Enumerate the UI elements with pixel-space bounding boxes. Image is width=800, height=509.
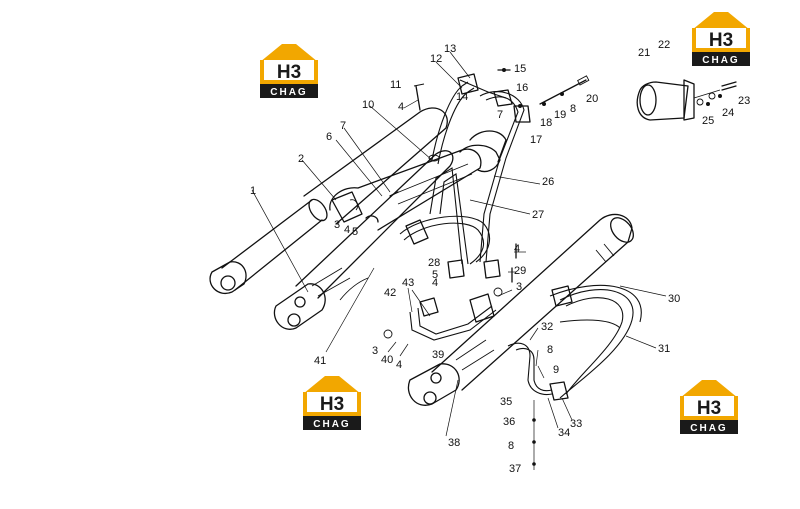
part-callout-40: 40 (381, 354, 393, 366)
part-callout-12: 12 (430, 53, 442, 65)
part-callout-39: 39 (432, 349, 444, 361)
watermark-brand-text: CHAG (690, 423, 727, 434)
part-callout-3: 3 (372, 345, 378, 357)
part-callout-2: 2 (298, 153, 304, 165)
part-callout-24: 24 (722, 107, 734, 119)
part-callout-19: 19 (554, 109, 566, 121)
part-callout-9: 9 (553, 364, 559, 376)
part-callout-8: 8 (570, 103, 576, 115)
part-callout-5: 5 (432, 269, 438, 281)
middle-hose-loop (399, 167, 501, 279)
part-callout-38: 38 (448, 437, 460, 449)
part-callout-30: 30 (668, 293, 680, 305)
left-hydraulic-cylinder (209, 107, 454, 330)
part-callout-4: 4 (398, 101, 404, 113)
part-callout-18: 18 (540, 117, 552, 129)
part-callout-7: 7 (497, 109, 503, 121)
watermark-brand-text: CHAG (702, 55, 739, 66)
part-callout-31: 31 (658, 343, 670, 355)
part-callout-42: 42 (384, 287, 396, 299)
watermark-logo-text: H3 (709, 30, 733, 51)
watermark-brand-text: CHAG (270, 87, 307, 98)
part-callout-8: 8 (508, 440, 514, 452)
part-callout-35: 35 (500, 396, 512, 408)
part-callout-22: 22 (658, 39, 670, 51)
part-callout-8: 8 (547, 344, 553, 356)
part-callout-21: 21 (638, 47, 650, 59)
middle-hydraulic-cylinder (329, 130, 507, 231)
watermark-logo-text: H3 (320, 394, 344, 415)
lower-pipe-assembly (339, 277, 497, 341)
solenoid-valve-assembly (636, 79, 737, 121)
part-callout-10: 10 (362, 99, 374, 111)
part-callout-14: 14 (456, 91, 468, 103)
part-callout-4: 4 (514, 243, 520, 255)
part-callout-1: 1 (250, 185, 256, 197)
part-callout-4: 4 (432, 277, 438, 289)
right-hydraulic-cylinder (407, 213, 634, 406)
part-callout-15: 15 (514, 63, 526, 75)
right-hose-loops (507, 284, 642, 401)
part-callout-37: 37 (509, 463, 521, 475)
part-callout-13: 13 (444, 43, 456, 55)
part-callout-29: 29 (514, 265, 526, 277)
part-callout-36: 36 (503, 416, 515, 428)
part-callout-25: 25 (702, 115, 714, 127)
part-callout-23: 23 (738, 95, 750, 107)
part-callout-34: 34 (558, 427, 570, 439)
part-callout-7: 7 (340, 120, 346, 132)
part-callout-6: 6 (326, 131, 332, 143)
part-callout-11: 11 (390, 79, 401, 91)
watermark-logo-3: H3 CHAG (303, 376, 361, 430)
part-callout-32: 32 (541, 321, 553, 333)
part-callout-43: 43 (402, 277, 414, 289)
watermark-brand-text: CHAG (313, 419, 350, 430)
leader-lines (251, 51, 722, 470)
part-callout-41: 41 (314, 355, 326, 367)
part-callout-4: 4 (344, 224, 350, 236)
watermark-logo-text: H3 (277, 62, 301, 83)
watermark-logo-text: H3 (697, 398, 721, 419)
part-callout-5: 5 (352, 226, 358, 238)
part-callout-26: 26 (542, 176, 554, 188)
part-callout-27: 27 (532, 209, 544, 221)
fittings-and-bolts (365, 68, 590, 223)
part-callout-20: 20 (586, 93, 598, 105)
part-callout-4: 4 (396, 359, 402, 371)
part-callout-3: 3 (334, 219, 340, 231)
part-callout-33: 33 (570, 418, 582, 430)
watermark-logo-4: H3 CHAG (680, 380, 738, 434)
part-callout-28: 28 (428, 257, 440, 269)
part-callout-3: 3 (516, 281, 522, 293)
part-callout-16: 16 (516, 82, 528, 94)
watermark-logo-1: H3 CHAG (260, 44, 318, 98)
watermark-logo-2: H3 CHAG (692, 12, 750, 66)
part-callout-17: 17 (530, 134, 542, 146)
upper-hose-assembly (431, 73, 531, 263)
